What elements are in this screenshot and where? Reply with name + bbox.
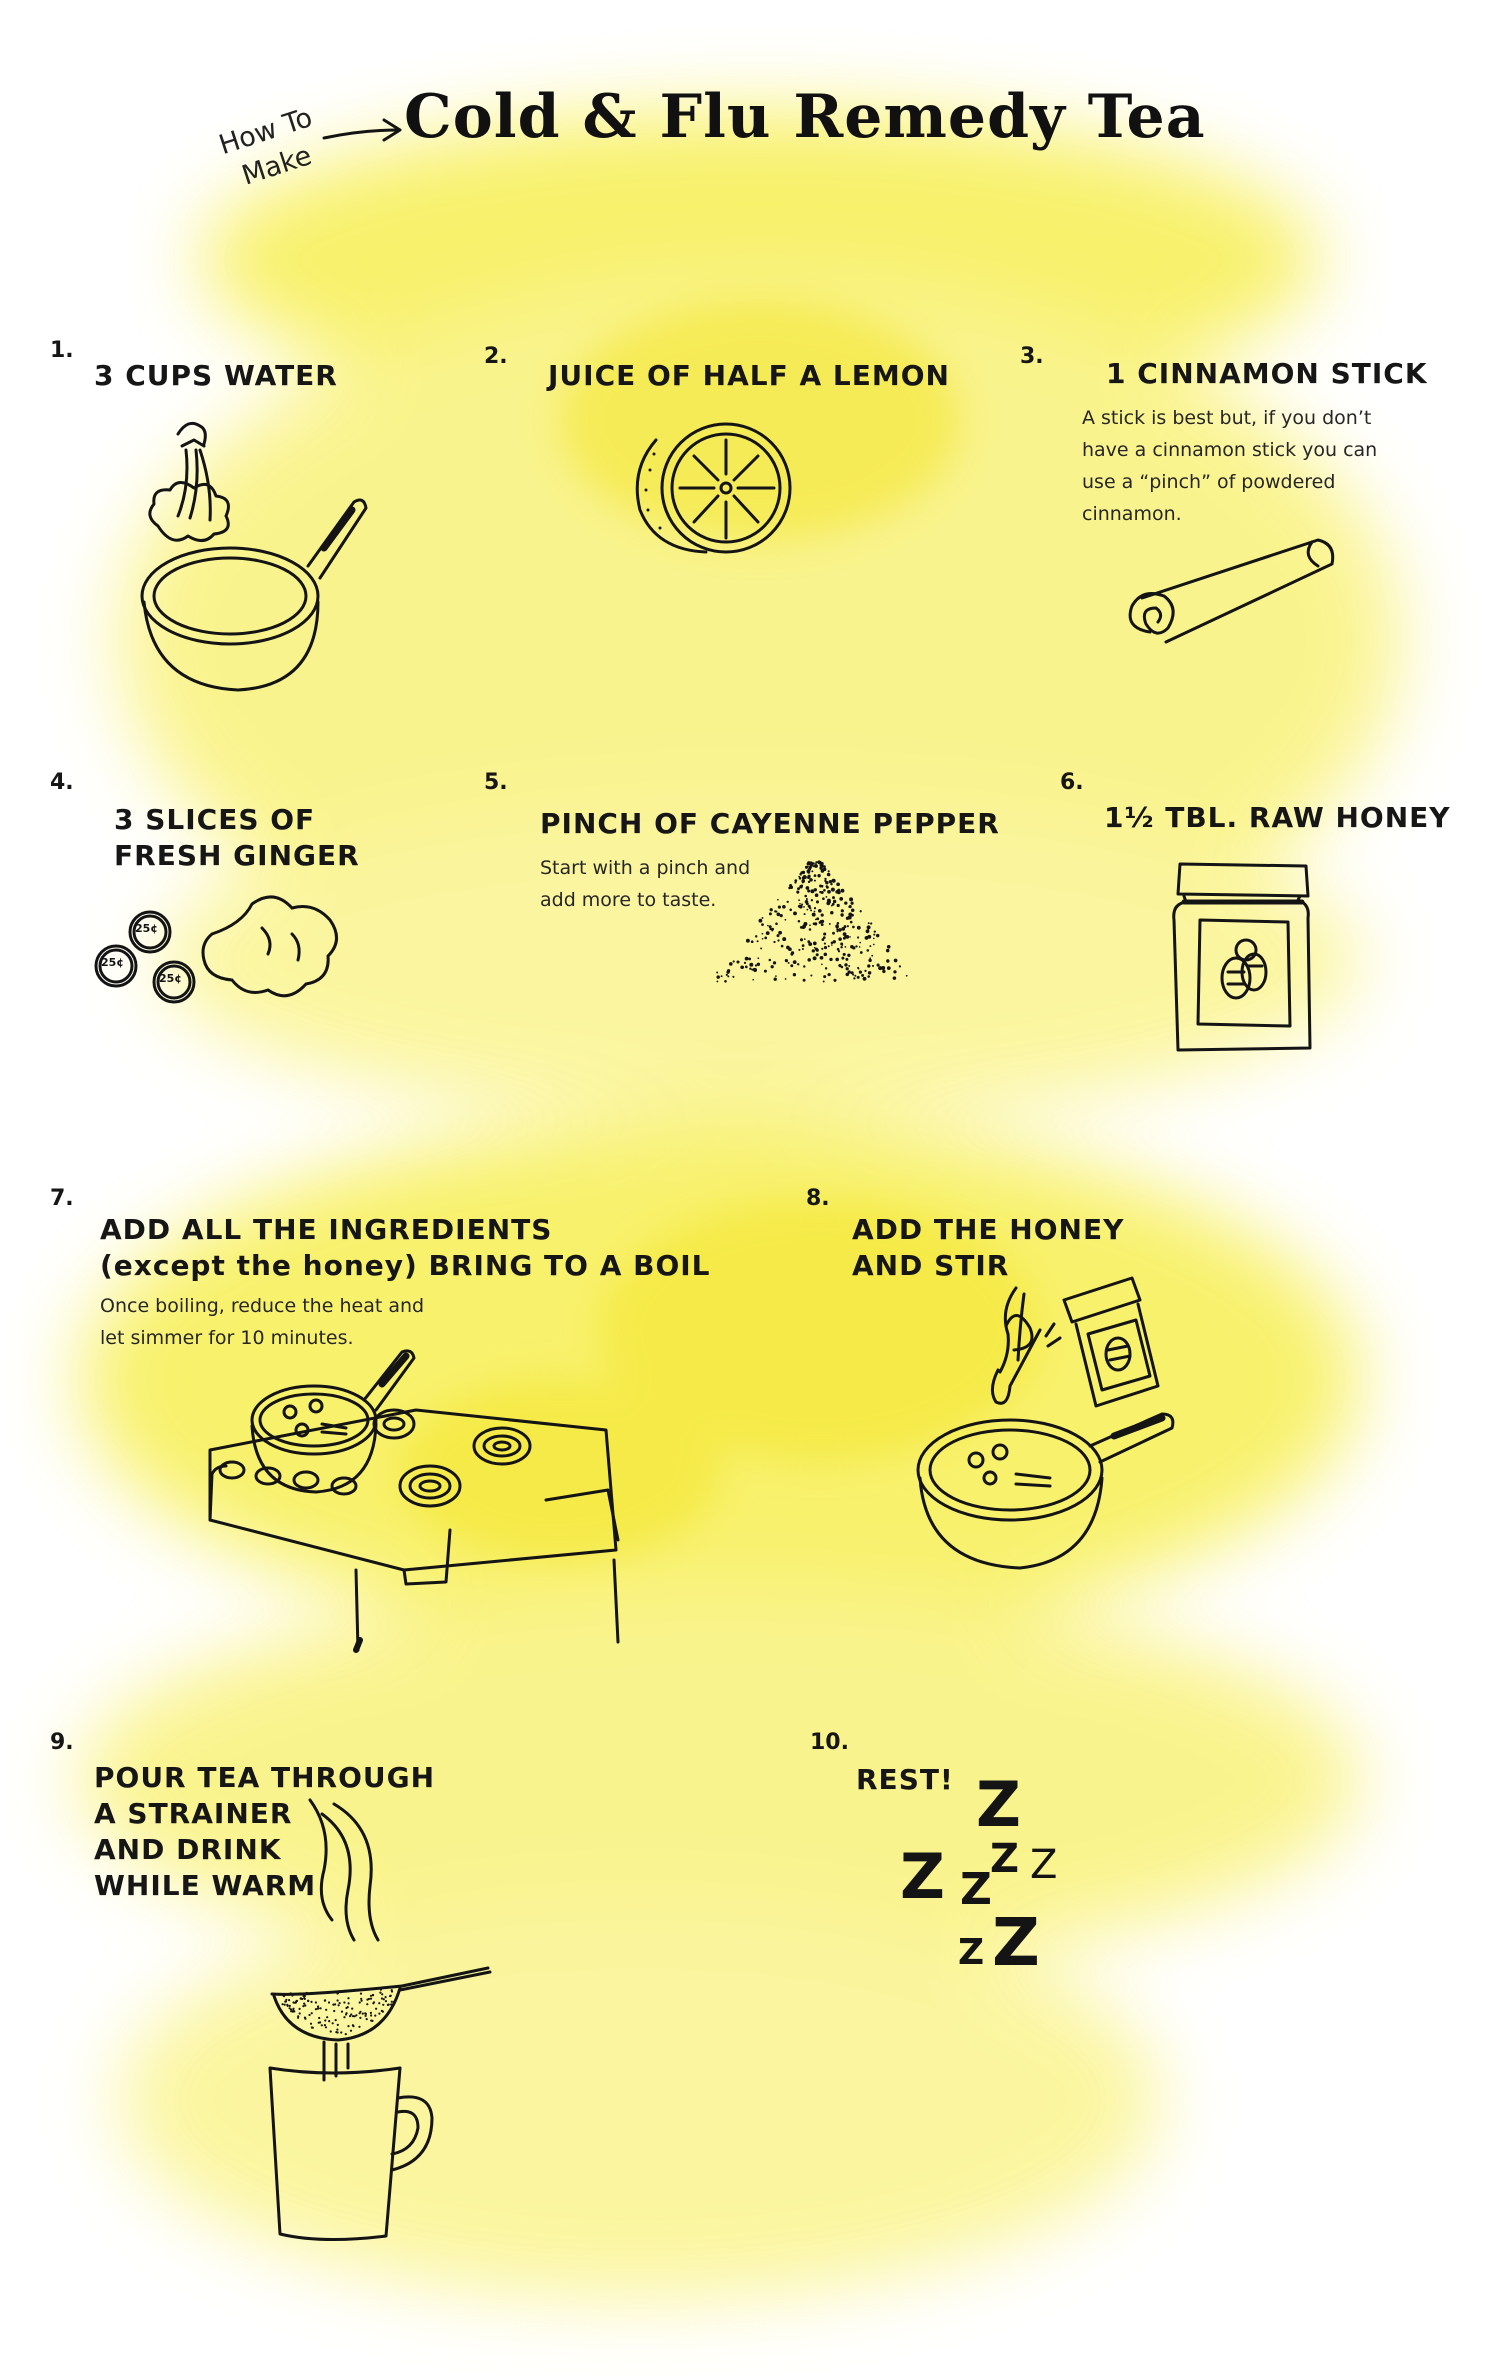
step-3-number: 3. bbox=[1020, 344, 1044, 369]
step-1-heading: 3 CUPS WATER bbox=[94, 359, 338, 392]
step-9-heading: POUR TEA THROUGH A STRAINER AND DRINK WH… bbox=[94, 1761, 436, 1902]
step-5-number: 5. bbox=[484, 770, 508, 795]
step-6-heading: 1½ TBL. RAW HONEY bbox=[1104, 801, 1451, 834]
step-10-number: 10. bbox=[810, 1730, 849, 1755]
step-8-heading: ADD THE HONEY AND STIR bbox=[852, 1213, 1125, 1282]
strainer-mug-icon bbox=[262, 1800, 502, 2270]
stove-pot-icon bbox=[206, 1370, 626, 1660]
step-3-heading: 1 CINNAMON STICK bbox=[1106, 357, 1428, 390]
step-2-heading: JUICE OF HALF A LEMON bbox=[548, 359, 950, 392]
honey-jar-icon bbox=[1170, 860, 1316, 1056]
step-3-note: A stick is best but, if you don’t have a… bbox=[1082, 407, 1378, 525]
step-4-heading: 3 SLICES OF FRESH GINGER bbox=[114, 803, 360, 872]
step-2-number: 2. bbox=[484, 344, 508, 369]
step-4-number: 4. bbox=[50, 770, 74, 795]
honey-spoon-pot-icon bbox=[900, 1264, 1190, 1594]
step-9-number: 9. bbox=[50, 1730, 74, 1755]
sleep-z-letter: Z bbox=[990, 1836, 1020, 1882]
step-8-number: 8. bbox=[806, 1186, 830, 1211]
sleep-z-letter: Z bbox=[900, 1840, 945, 1913]
step-5-heading: PINCH OF CAYENNE PEPPER bbox=[540, 807, 1000, 840]
pepper-pile-icon bbox=[716, 860, 908, 983]
sleep-z-letter: Z bbox=[960, 1864, 992, 1915]
ginger-coin-label: 25¢ bbox=[159, 972, 182, 985]
step-10-heading: REST! bbox=[856, 1763, 954, 1796]
lemon-half-icon bbox=[626, 410, 796, 560]
step-6-number: 6. bbox=[1060, 770, 1084, 795]
step-7-number: 7. bbox=[50, 1186, 74, 1211]
sleep-z-letter: Z bbox=[1030, 1842, 1058, 1888]
sleep-z-letter: Z bbox=[992, 1904, 1040, 1981]
saucepan-faucet-icon bbox=[138, 416, 368, 706]
cinnamon-stick-icon bbox=[1122, 536, 1352, 666]
step-7-note: Once boiling, reduce the heat and let si… bbox=[100, 1295, 425, 1349]
sleep-z-letter: Z bbox=[976, 1768, 1021, 1841]
arrow-icon bbox=[322, 118, 404, 148]
ginger-icon bbox=[92, 884, 352, 1014]
page-title: Cold & Flu Remedy Tea bbox=[404, 82, 1206, 152]
sleep-z-letter: Z bbox=[958, 1932, 985, 1973]
step-1-number: 1. bbox=[50, 338, 74, 363]
step-7-heading: ADD ALL THE INGREDIENTS (except the hone… bbox=[100, 1213, 711, 1282]
ginger-coin-label: 25¢ bbox=[135, 922, 158, 935]
step-5-note: Start with a pinch and add more to taste… bbox=[540, 857, 751, 911]
ginger-coin-label: 25¢ bbox=[101, 956, 124, 969]
